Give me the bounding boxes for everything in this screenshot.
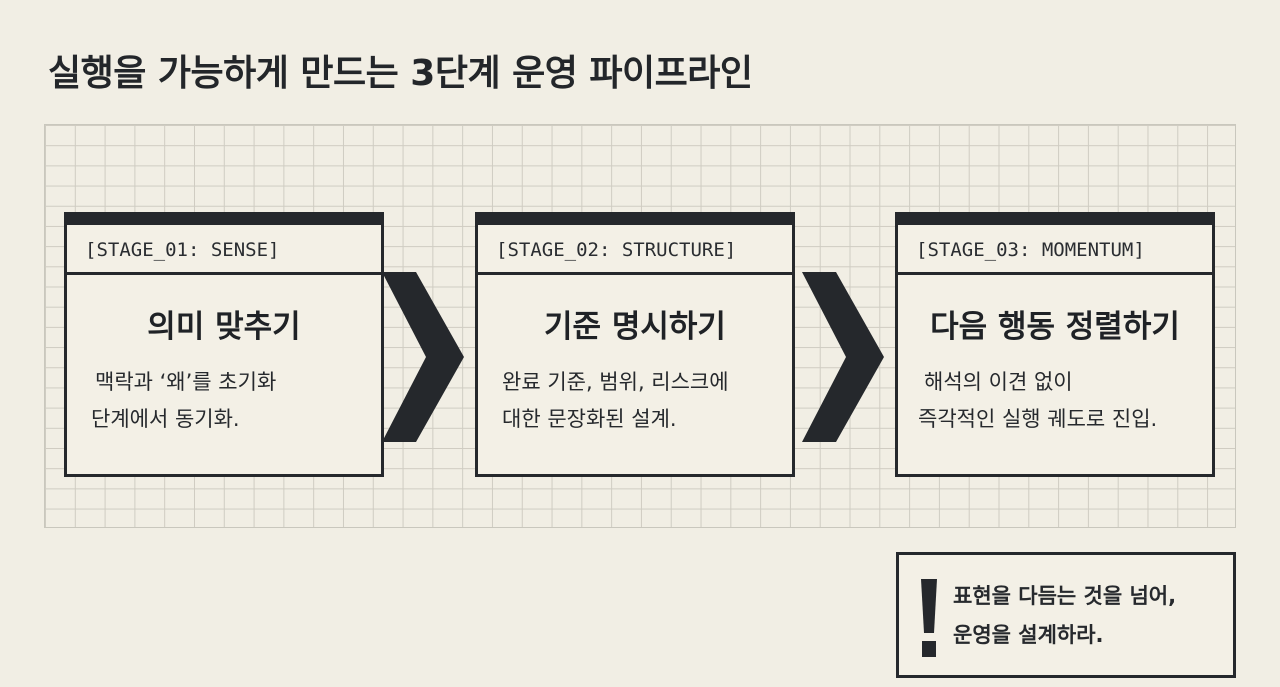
stage-card-1: [STAGE_01: SENSE] 의미 맞추기 맥락과 ‘왜’를 초기화 단계… [64, 212, 384, 477]
stage-tag: [STAGE_01: SENSE] [67, 225, 381, 275]
chevron-right-icon [802, 272, 884, 442]
stage-heading: 다음 행동 정렬하기 [930, 309, 1180, 345]
callout-note: 표현을 다듬는 것을 넘어, 운영을 설계하라. [896, 552, 1236, 678]
callout-line-2: 운영을 설계하라. [953, 623, 1104, 647]
chevron-right-icon [382, 272, 464, 442]
callout-text: 표현을 다듬는 것을 넘어, 운영을 설계하라. [953, 577, 1176, 655]
stage-tag: [STAGE_02: STRUCTURE] [478, 225, 792, 275]
stage-card-2: [STAGE_02: STRUCTURE] 기준 명시하기 완료 기준, 범위,… [475, 212, 795, 477]
stage-description: 맥락과 ‘왜’를 초기화 단계에서 동기화. [67, 364, 381, 438]
stage-tag: [STAGE_03: MOMENTUM] [898, 225, 1212, 275]
callout-line-1: 표현을 다듬는 것을 넘어, [953, 584, 1177, 608]
card-top-bar [478, 215, 792, 225]
stage-description-line-1: 완료 기준, 범위, 리스크에 [502, 370, 729, 394]
stage-description-line-1: 해석의 이견 없이 [924, 370, 1073, 394]
stage-description-line-1: 맥락과 ‘왜’를 초기화 [95, 370, 277, 394]
stage-heading: 의미 맞추기 [147, 309, 301, 345]
stage-card-3: [STAGE_03: MOMENTUM] 다음 행동 정렬하기 해석의 이견 없… [895, 212, 1215, 477]
exclamation-icon [921, 579, 937, 657]
card-top-bar [67, 215, 381, 225]
stage-description-line-2: 대한 문장화된 설계. [502, 407, 677, 431]
stage-description-line-2: 단계에서 동기화. [91, 407, 240, 431]
stage-description: 완료 기준, 범위, 리스크에 대한 문장화된 설계. [478, 364, 792, 438]
card-top-bar [898, 215, 1212, 225]
stage-description: 해석의 이견 없이 즉각적인 실행 궤도로 진입. [898, 364, 1212, 438]
page-title: 실행을 가능하게 만드는 3단계 운영 파이프라인 [48, 53, 753, 94]
stage-description-line-2: 즉각적인 실행 궤도로 진입. [918, 407, 1158, 431]
stage-heading: 기준 명시하기 [544, 309, 726, 345]
